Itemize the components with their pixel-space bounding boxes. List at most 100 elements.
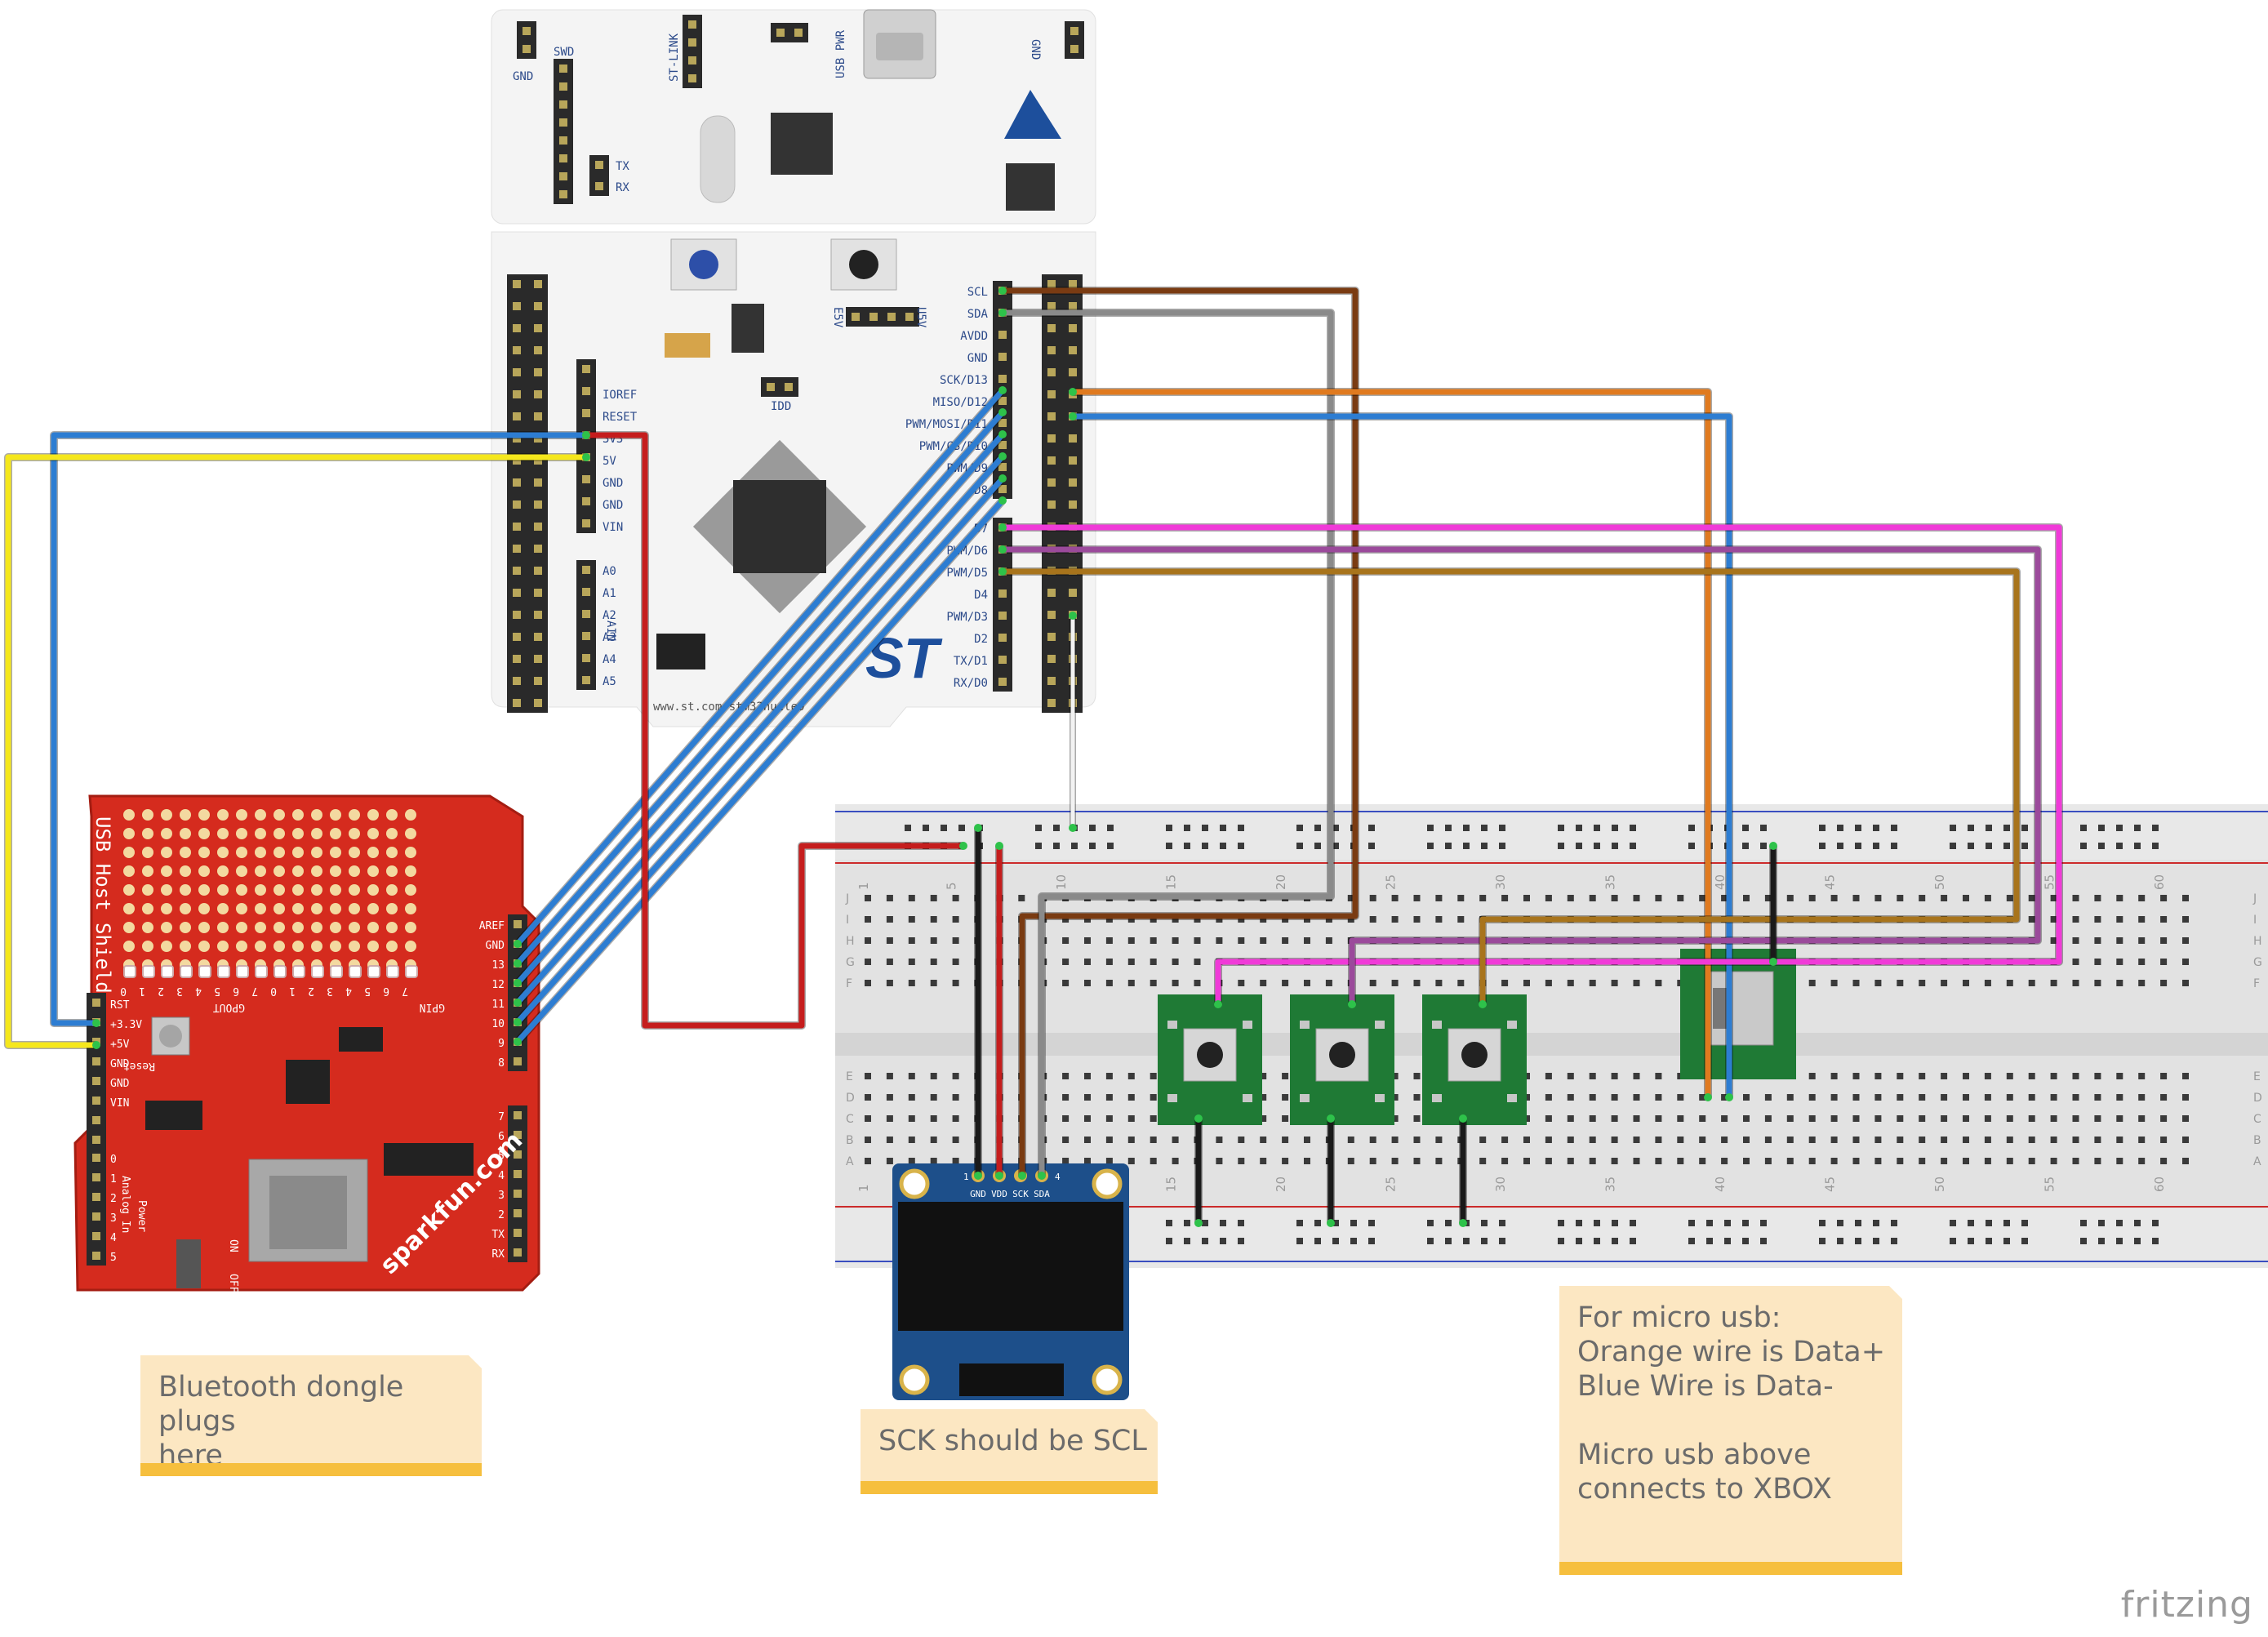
oled-pin-number: 1 [963,1172,969,1182]
pushbutton-pad [1375,1021,1385,1029]
header-pin [688,74,696,82]
power-label: Power [136,1200,148,1232]
wire-endpoint [995,1172,1003,1180]
column-number: 35 [1603,874,1618,890]
breadboard-hole [1413,1115,1421,1122]
column-number: 50 [1932,874,1947,890]
shield-power-label: VIN [110,1097,129,1110]
breadboard-hole [1479,1137,1487,1143]
breadboard-hole [1567,1073,1574,1079]
left-header-label: GND [603,477,623,490]
shield-analog-label: 4 [110,1232,117,1244]
power-rail-hole [2098,825,2105,831]
breadboard-hole [2072,895,2079,901]
proto-hole [386,828,398,839]
power-rail-hole [1368,1238,1375,1244]
breadboard-hole [1721,1115,1728,1122]
power-rail-hole [1558,825,1564,831]
gpin-number: 1 [289,985,296,997]
right-header-label: D2 [974,633,988,646]
proto-hole [349,828,360,839]
power-rail-hole [1612,825,1618,831]
breadboard-hole [1127,1137,1135,1143]
breadboard-hole [1699,1094,1706,1101]
column-number: 35 [1603,1177,1618,1192]
power-wire-red [586,432,963,1029]
wire-endpoint [582,431,590,439]
breadboard-hole [865,1094,871,1101]
breadboard-hole [908,1073,915,1079]
proto-hole [142,828,153,839]
shield-crystal-icon [339,1027,383,1052]
column-number: 40 [1713,1177,1728,1192]
breadboard-hole [1699,1115,1706,1122]
power-rail-hole [1238,1220,1244,1226]
header-pin [559,172,567,180]
row-letter: A [2253,1155,2261,1168]
power-rail-hole [1166,825,1172,831]
header-pin [582,497,590,505]
header-pin [534,280,542,288]
header-pin [559,190,567,198]
breadboard-hole [2182,895,2189,901]
power-rail-hole [1968,825,1974,831]
pushbutton [1422,994,1527,1125]
power-rail-hole [1688,1220,1695,1226]
proto-hole [349,809,360,821]
wire-endpoint [514,979,522,987]
breadboard-hole [1545,1158,1552,1164]
breadboard-hole [1523,1137,1530,1143]
breadboard-hole [1611,1158,1618,1164]
micro-usb-breakout [1680,949,1796,1079]
morpho-right-header [1042,274,1083,713]
breadboard-hole [2028,1094,2035,1101]
proto-hole [349,922,360,933]
breadboard-hole [2006,1115,2013,1122]
analog-header-label: A5 [603,675,616,688]
left-header-label: GND [603,499,623,512]
proto-hole [349,847,360,858]
wire-endpoint [514,999,522,1007]
row-letter: J [845,892,849,905]
wire-endpoint [1479,1000,1487,1008]
breadboard-hole [1194,959,1201,965]
row-letter: B [2253,1134,2261,1147]
shield-analog-header [87,1148,106,1266]
breadboard-hole [1391,895,1399,901]
power-rail-hole [1071,843,1078,849]
power-rail-hole [1950,843,1956,849]
power-rail-hole [2152,1238,2159,1244]
shield-digital-label: RX [491,1248,505,1261]
header-pin [513,545,521,553]
power-rail-hole [1837,1220,1843,1226]
wire-endpoint [1348,1000,1356,1008]
breadboard-hole [1238,916,1245,923]
breadboard-hole [930,1094,937,1101]
breadboard-hole [2072,937,2079,944]
header-pin [582,654,590,662]
power-switch[interactable] [176,1239,201,1288]
breadboard-hole [1699,1137,1706,1143]
header-pin [559,118,567,127]
breadboard-hole [1172,937,1179,944]
header-pin [1069,346,1077,354]
breadboard-hole [1984,1158,1991,1164]
gpout-label: GPOUT [213,1001,245,1013]
power-rail-hole [1238,843,1244,849]
shield-digital-label: 12 [491,979,505,991]
power-rail-hole [2098,843,2105,849]
wire-endpoint [1194,1114,1203,1123]
note-bluetooth-text: Bluetooth dongle plugs here [158,1371,404,1472]
pushbutton-pad [1243,1021,1252,1029]
right-header-label: MISO/D12 [933,396,988,409]
shield-digital-label: 4 [498,1170,505,1182]
proto-hole [236,941,247,952]
breadboard-hole [1941,1094,1948,1101]
breadboard-hole [1919,1094,1926,1101]
wire-endpoint [1214,1000,1222,1008]
breadboard-hole [1545,1073,1552,1079]
shield-digital-label: 2 [498,1209,505,1221]
breadboard-hole [2116,1094,2123,1101]
power-rail-hole [1950,1238,1956,1244]
power-rail-hole [1035,825,1042,831]
